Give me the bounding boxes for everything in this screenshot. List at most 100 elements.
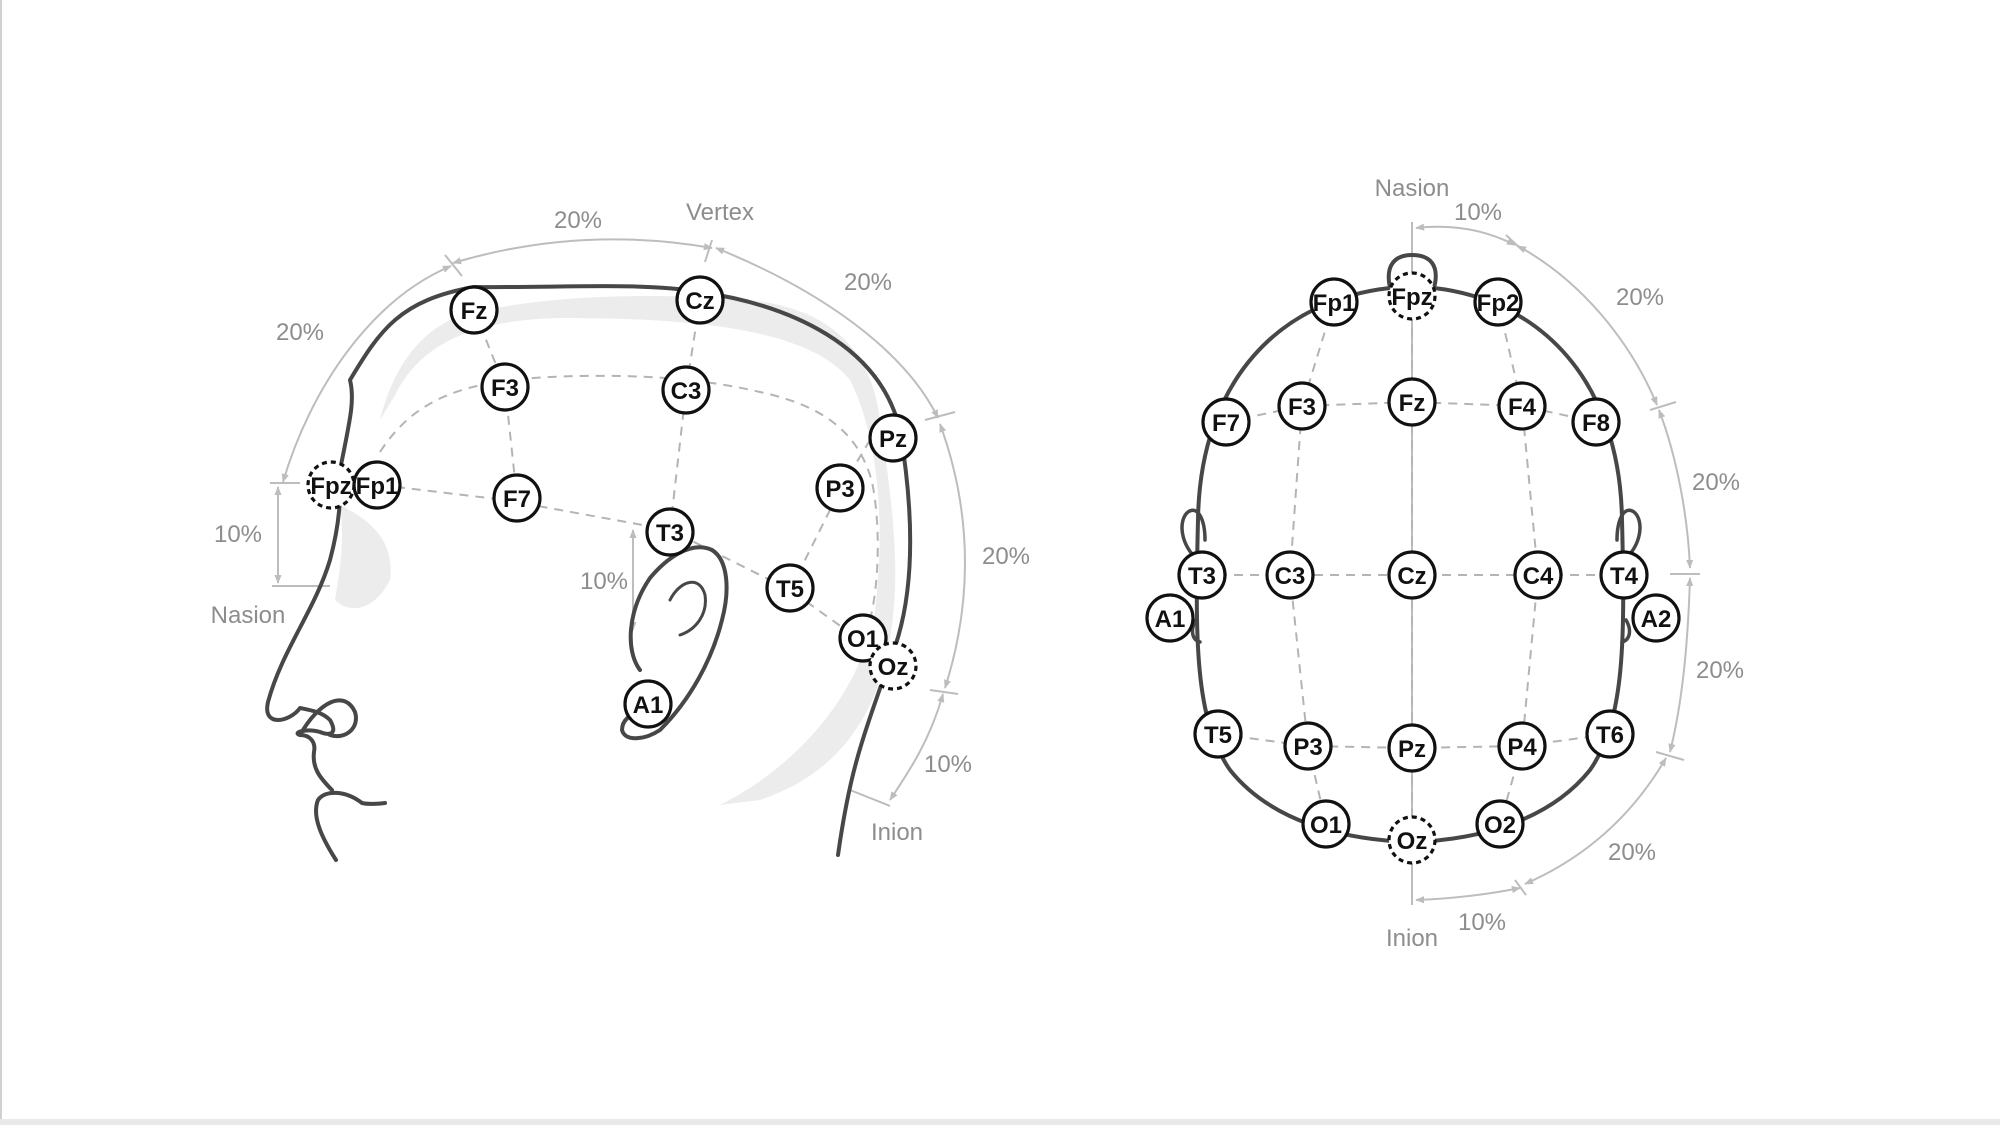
svg-text:A1: A1 [1155,606,1186,633]
bottom-bar [0,1119,2000,1125]
label-inion-top: Inion [1386,925,1438,952]
electrode-top-f3: F3 [1277,381,1327,431]
label-pct-right-1: 20% [1616,284,1664,311]
top-right-ear [1615,508,1642,562]
electrode-top-f4: F4 [1497,381,1547,431]
electrode-top-a2: A2 [1631,593,1681,643]
top-right-ear-lobe [1620,618,1632,644]
electrode-f7: F7 [492,473,542,523]
svg-text:P3: P3 [825,476,854,503]
electrode-top-c4: C4 [1513,550,1563,600]
electrode-p3: P3 [815,463,865,513]
label-pct-ear: 10% [580,568,628,595]
electrode-fp1: Fp1 [352,460,402,510]
electrode-top-t6: T6 [1585,709,1635,759]
label-pct-back-middle: 20% [982,543,1030,570]
side-view: Vertex Nasion Inion 20% 20% 10% 20% 20% … [211,199,1030,862]
electrode-top-t3: T3 [1177,550,1227,600]
svg-text:A2: A2 [1641,606,1672,633]
svg-text:A1: A1 [633,692,664,719]
electrode-top-c3: C3 [1265,550,1315,600]
svg-text:Oz: Oz [1397,828,1428,855]
label-pct-top-nasion: 10% [1454,199,1502,226]
label-pct-bottom-inion: 10% [1458,909,1506,936]
electrode-top-o2: O2 [1475,799,1525,849]
measure-top-right-1 [1517,245,1658,406]
side-ear-outline [620,545,729,741]
svg-text:F7: F7 [503,486,531,513]
svg-text:Fz: Fz [1399,390,1426,417]
label-nasion-top: Nasion [1375,175,1450,202]
svg-text:O2: O2 [1484,812,1516,839]
side-ear-inner [668,581,707,637]
svg-text:Fp1: Fp1 [356,473,399,500]
svg-text:Pz: Pz [879,426,907,453]
electrode-top-pz: Pz [1387,723,1437,773]
svg-text:Pz: Pz [1398,736,1426,763]
electrode-top-t5: T5 [1193,709,1243,759]
measure-top-right-3 [1668,577,1694,753]
svg-text:Cz: Cz [1397,563,1426,590]
electrode-top-oz: Oz [1387,815,1437,865]
label-pct-bottom-right: 20% [1608,839,1656,866]
label-pct-right-3: 20% [1696,657,1744,684]
electrode-c3: C3 [661,365,711,415]
svg-text:C3: C3 [671,378,702,405]
svg-text:T5: T5 [1204,722,1232,749]
label-pct-right-2: 20% [1692,469,1740,496]
svg-text:P3: P3 [1293,734,1322,761]
electrode-top-p4: P4 [1497,721,1547,771]
electrode-a1: A1 [623,679,673,729]
top-left-ear-lobe [1190,618,1202,644]
svg-text:F7: F7 [1212,410,1240,437]
electrode-oz: Oz [868,641,918,691]
svg-text:T3: T3 [1188,563,1216,590]
electrode-t5: T5 [765,563,815,613]
electrode-top-cz: Cz [1387,550,1437,600]
svg-text:Oz: Oz [878,654,909,681]
measure-bottom-inion [1415,886,1521,904]
measure-arc-back-mid [939,423,966,689]
svg-text:T6: T6 [1596,722,1624,749]
svg-text:Fp2: Fp2 [1477,290,1520,317]
electrode-pz: Pz [868,413,918,463]
electrode-fz: Fz [449,285,499,335]
side-head-outline [265,284,913,862]
top-left-ear [1180,508,1207,562]
label-pct-front-upper: 20% [276,319,324,346]
label-nasion-side: Nasion [211,602,286,629]
svg-text:O1: O1 [1310,812,1342,839]
label-pct-back-upper: 20% [844,269,892,296]
electrode-top-fz: Fz [1387,377,1437,427]
svg-text:Cz: Cz [685,288,714,315]
measure-bottom-right [1524,757,1667,885]
svg-text:P4: P4 [1507,734,1537,761]
electrode-top-fp2: Fp2 [1473,277,1523,327]
electrode-cz: Cz [675,275,725,325]
side-nose-lip [298,698,358,739]
electrode-top-f8: F8 [1571,397,1621,447]
electrode-top-fpz: Fpz [1387,271,1437,321]
electrode-o1: O1 [838,613,888,663]
svg-text:Fz: Fz [461,298,488,325]
svg-text:O1: O1 [847,626,879,653]
brain-shade [380,296,896,805]
electrode-f3: F3 [480,362,530,412]
electrode-top-t4: T4 [1599,550,1649,600]
electrode-top-f7: F7 [1201,397,1251,447]
label-inion-side: Inion [871,819,923,846]
label-pct-back-lower: 10% [924,751,972,778]
svg-text:T5: T5 [776,576,804,603]
face-shade [335,505,391,609]
svg-text:Fp1: Fp1 [1313,290,1356,317]
svg-text:F4: F4 [1508,394,1537,421]
measure-arc-back-upper [715,247,939,419]
label-pct-front-lower: 10% [214,521,262,548]
svg-text:T3: T3 [656,520,684,547]
svg-text:C3: C3 [1275,563,1306,590]
measure-arc-top [452,238,713,265]
electrode-fpz: Fpz [306,460,356,510]
electrode-top-a1: A1 [1145,593,1195,643]
electrode-top-fp1: Fp1 [1309,277,1359,327]
